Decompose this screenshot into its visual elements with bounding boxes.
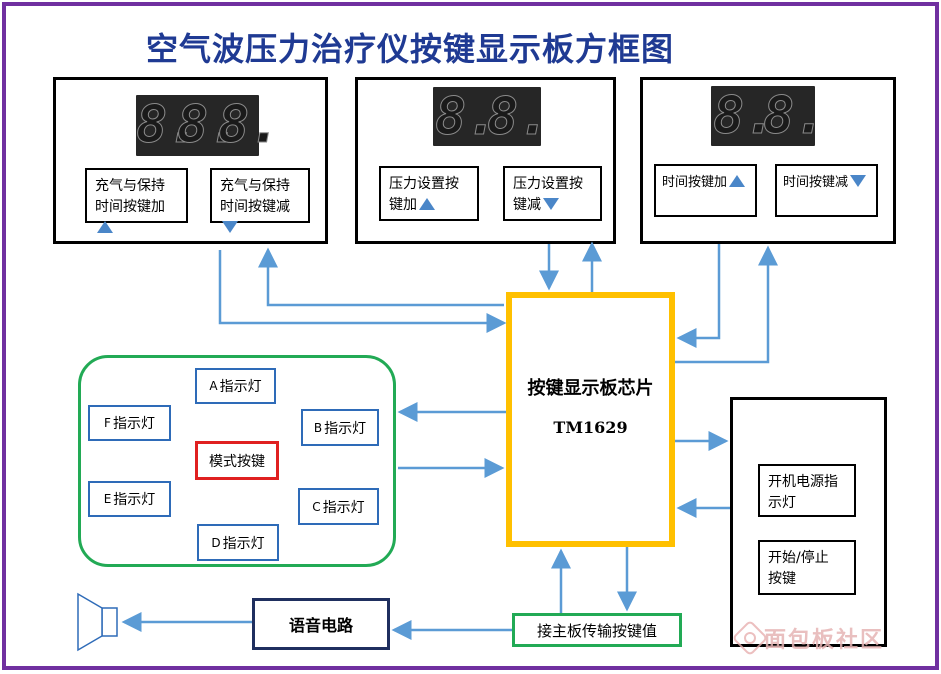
- indicator-label: 指示灯: [222, 535, 265, 552]
- indicator-label: 指示灯: [219, 379, 262, 395]
- arrow-chip-to-right-block: [675, 245, 778, 364]
- indicator-letter: A: [209, 379, 218, 393]
- inflate-hold-time-add-button[interactable]: 充气与保持 时间按键加: [85, 168, 188, 233]
- button-label: 时间按键减: [783, 175, 849, 190]
- power-indicator-line2: 示灯: [768, 495, 796, 511]
- button-label-line2: 时间按键减: [220, 199, 290, 215]
- indicator-label: 指示灯: [113, 492, 156, 508]
- start-stop-line1: 开始/停止: [768, 550, 829, 566]
- button-label: 时间按键加: [662, 175, 728, 190]
- speaker-icon: [77, 592, 118, 652]
- triangle-down-icon: [222, 221, 238, 233]
- arrow-chip-to-left-block: [258, 247, 504, 307]
- button-label-line1: 充气与保持: [95, 178, 165, 194]
- power-indicator-line1: 开机电源指: [768, 474, 838, 490]
- pressure-sub-button[interactable]: 压力设置按 键减: [503, 166, 602, 221]
- start-stop-line2: 按键: [768, 571, 796, 587]
- triangle-down-icon: [850, 175, 867, 187]
- pressure-add-button[interactable]: 压力设置按 键加: [379, 166, 479, 221]
- button-label-line2: 时间按键加: [95, 199, 165, 215]
- button-label-line1: 充气与保持: [220, 178, 290, 194]
- start-stop-button[interactable]: 开始/停止 按键: [758, 540, 856, 595]
- indicator-letter: B: [313, 420, 323, 435]
- button-label-line1: 压力设置按: [513, 176, 583, 192]
- triangle-up-icon: [419, 198, 435, 210]
- arrow-left-block-to-chip: [218, 250, 507, 333]
- mode-key-label: 模式按键: [209, 453, 265, 470]
- seven-segment-display-2digit: 8. 8.: [433, 87, 550, 146]
- keypad-display-chip: 按键显示板芯片 TM1629: [506, 292, 675, 547]
- display-block-pressure: 8. 8. 压力设置按 键加 压力设置按 键减: [355, 77, 616, 244]
- seven-segment-display-3digit: 8. 8. 8.: [136, 95, 281, 156]
- button-label-line2: 键减: [513, 197, 541, 213]
- inflate-hold-time-sub-button[interactable]: 充气与保持 时间按键减: [210, 168, 310, 233]
- power-block: 开机电源指 示灯 开始/停止 按键: [730, 397, 887, 647]
- indicator-letter: E: [103, 492, 112, 506]
- voice-circuit-box: 语音电路: [252, 598, 390, 650]
- time-add-button[interactable]: 时间按键加: [654, 164, 757, 217]
- triangle-up-icon: [97, 221, 113, 233]
- mode-key-button[interactable]: 模式按键: [195, 441, 279, 480]
- triangle-up-icon: [729, 175, 746, 187]
- chip-model: TM1629: [553, 418, 628, 437]
- indicator-label: 指示灯: [112, 416, 155, 432]
- main-board-key-value-box: 接主板传输按键值: [512, 613, 682, 647]
- triangle-down-icon: [543, 198, 559, 210]
- watermark-text: 面包板社区: [764, 628, 885, 653]
- main-board-key-value-label: 接主板传输按键值: [536, 621, 657, 640]
- arrow-right-block-to-chip: [676, 244, 721, 348]
- watermark-logo-icon: [733, 621, 767, 655]
- power-indicator-light: 开机电源指 示灯: [758, 464, 856, 517]
- display-block-inflate: 8. 8. 8. 充气与保持 时间按键加 充气与保持 时间按键减: [53, 77, 328, 244]
- diagram-title: 空气波压力治疗仪按键显示板方框图: [146, 30, 675, 68]
- indicator-letter: D: [211, 535, 221, 550]
- indicator-letter: C: [312, 499, 321, 514]
- button-label-line2: 键加: [389, 197, 417, 213]
- chip-name: 按键显示板芯片: [527, 378, 654, 399]
- display-block-time: 8. 8. 时间按键加 时间按键减: [640, 77, 896, 244]
- indicator-letter: F: [104, 416, 111, 430]
- indicator-label: 指示灯: [322, 499, 365, 516]
- voice-circuit-label: 语音电路: [288, 616, 353, 635]
- button-label-line1: 压力设置按: [389, 176, 459, 192]
- time-sub-button[interactable]: 时间按键减: [775, 164, 878, 217]
- indicator-label: 指示灯: [324, 420, 367, 437]
